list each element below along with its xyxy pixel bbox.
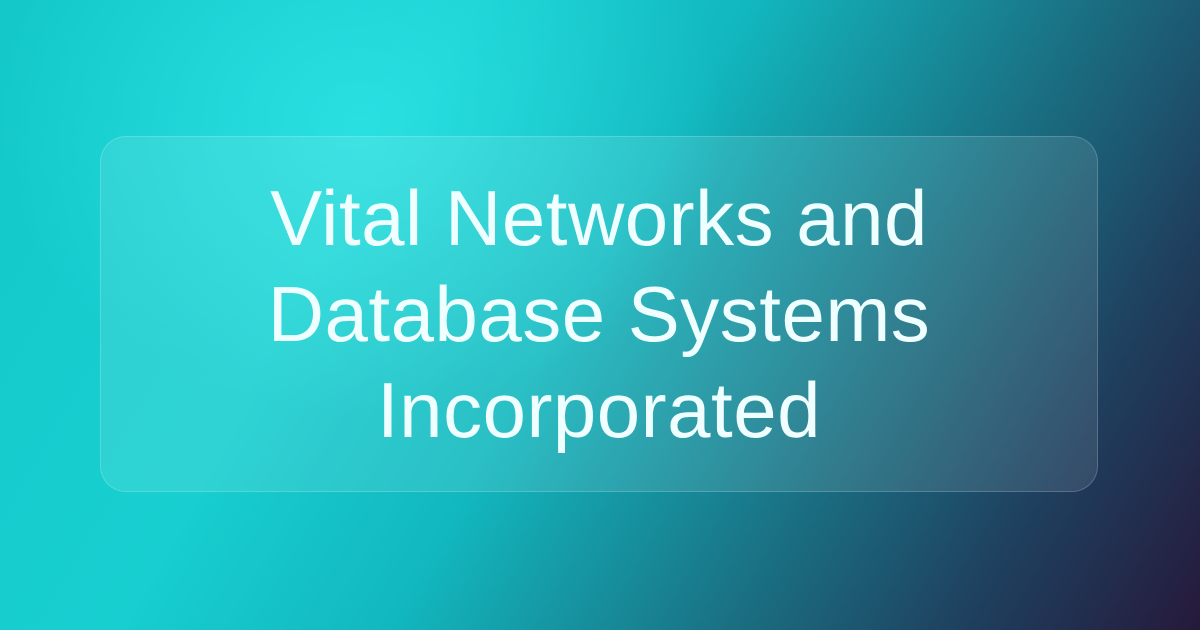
- title-line-1: Vital Networks and: [270, 174, 928, 262]
- title-line-3: Incorporated: [377, 366, 821, 454]
- title-card: Vital Networks and Database Systems Inco…: [100, 136, 1098, 492]
- title-line-2: Database Systems: [267, 270, 931, 358]
- company-title: Vital Networks and Database Systems Inco…: [268, 170, 931, 458]
